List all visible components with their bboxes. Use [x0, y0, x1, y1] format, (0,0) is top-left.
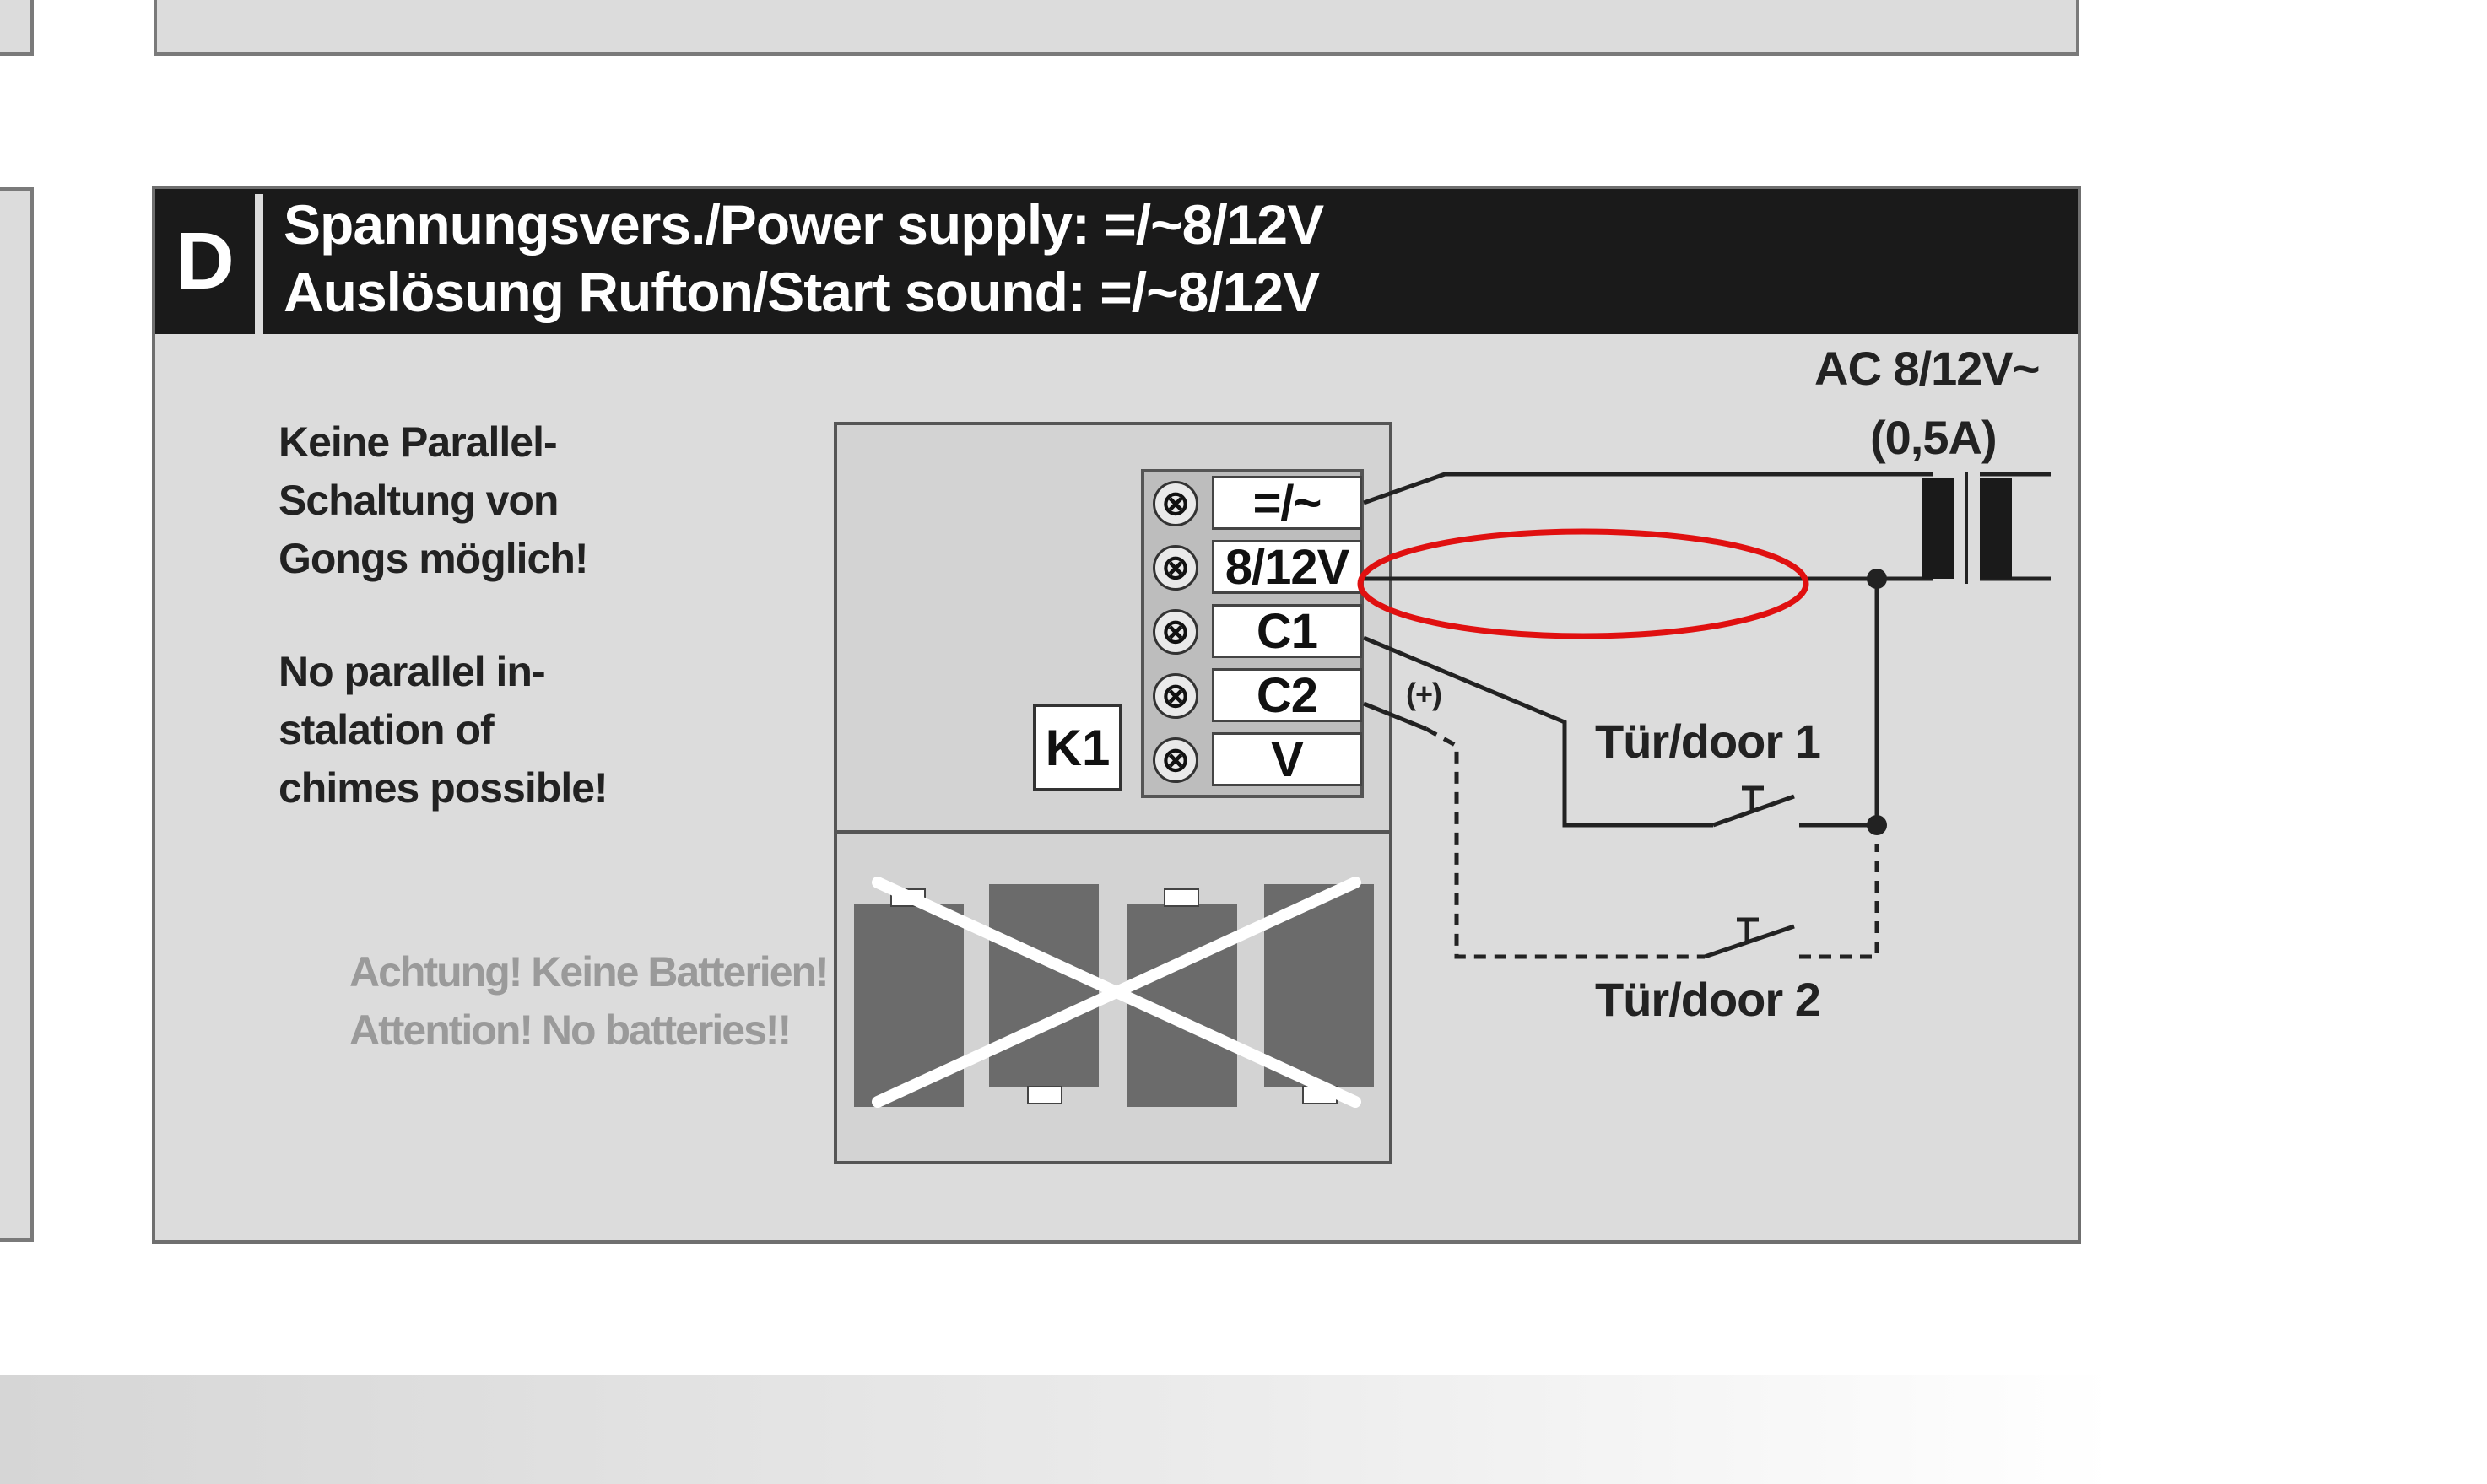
optional-mark: (+) [1406, 677, 1442, 711]
wire-door2-dashed [1425, 726, 1879, 959]
door1-label: Tür/door 1 [1595, 715, 1821, 768]
junction-dot [1867, 569, 1887, 589]
terminal-v: V [1212, 732, 1362, 787]
switch-door1-icon [1712, 785, 1795, 828]
wires [1363, 472, 2051, 828]
header-divider [255, 194, 263, 334]
battery-warning-line: Achtung! Keine Batterien! [349, 948, 830, 996]
note-english-line: chimes possible! [278, 764, 608, 812]
screw-icon: ⊗ [1153, 737, 1198, 783]
transformer-rating: (0,5A) [1870, 411, 1998, 464]
screw-icon: ⊗ [1153, 545, 1198, 591]
terminal-c1: C1 [1212, 604, 1362, 659]
wire-c1 [1363, 635, 1713, 828]
relay-k1-label: K1 [1033, 704, 1122, 791]
note-english-line: stalation of [278, 706, 495, 753]
adjacent-panel-top-left [0, 0, 34, 56]
note-german: Keine Parallel- Schaltung von Gongs mögl… [278, 413, 589, 588]
screw-icon: ⊗ [1153, 609, 1198, 655]
screw-icon: ⊗ [1153, 481, 1198, 526]
battery-warning-line: Attention! No batteries!! [349, 1006, 792, 1054]
junction-dot [1867, 815, 1887, 835]
terminal-8-12v: 8/12V [1212, 540, 1362, 595]
header-power-supply: Spannungsvers./Power supply: =/~8/12V [284, 193, 1324, 256]
note-english: No parallel in- stalation of chimes poss… [278, 643, 608, 818]
note-german-line: Schaltung von [278, 477, 559, 524]
highlight-ellipse [1357, 528, 1809, 639]
wire-power [1363, 472, 1933, 505]
transformer-label: AC 8/12V~ [1814, 342, 2040, 395]
bottom-gradient-strip [0, 1375, 2487, 1484]
cross-out-icon [872, 877, 1361, 1108]
terminal-power: =/~ [1212, 476, 1362, 531]
battery-warning: Achtung! Keine Batterien! Attention! No … [349, 943, 830, 1060]
switch-door2-icon [1704, 917, 1795, 959]
transformer-icon [1922, 472, 2012, 584]
panel-header-bar [155, 189, 2078, 334]
wire-c2 [1363, 701, 1427, 731]
section-letter: D [176, 216, 235, 306]
note-german-line: Keine Parallel- [278, 418, 558, 466]
adjacent-panel-left [0, 187, 34, 1242]
header-start-sound: Auslösung Rufton/Start sound: =/~8/12V [284, 261, 1320, 323]
screw-icon: ⊗ [1153, 673, 1198, 719]
terminal-c2: C2 [1212, 668, 1362, 723]
note-german-line: Gongs möglich! [278, 535, 589, 582]
note-english-line: No parallel in- [278, 648, 546, 695]
panel-above [154, 0, 2079, 56]
door2-label: Tür/door 2 [1595, 973, 1821, 1026]
batteries-icon [854, 884, 1374, 1107]
